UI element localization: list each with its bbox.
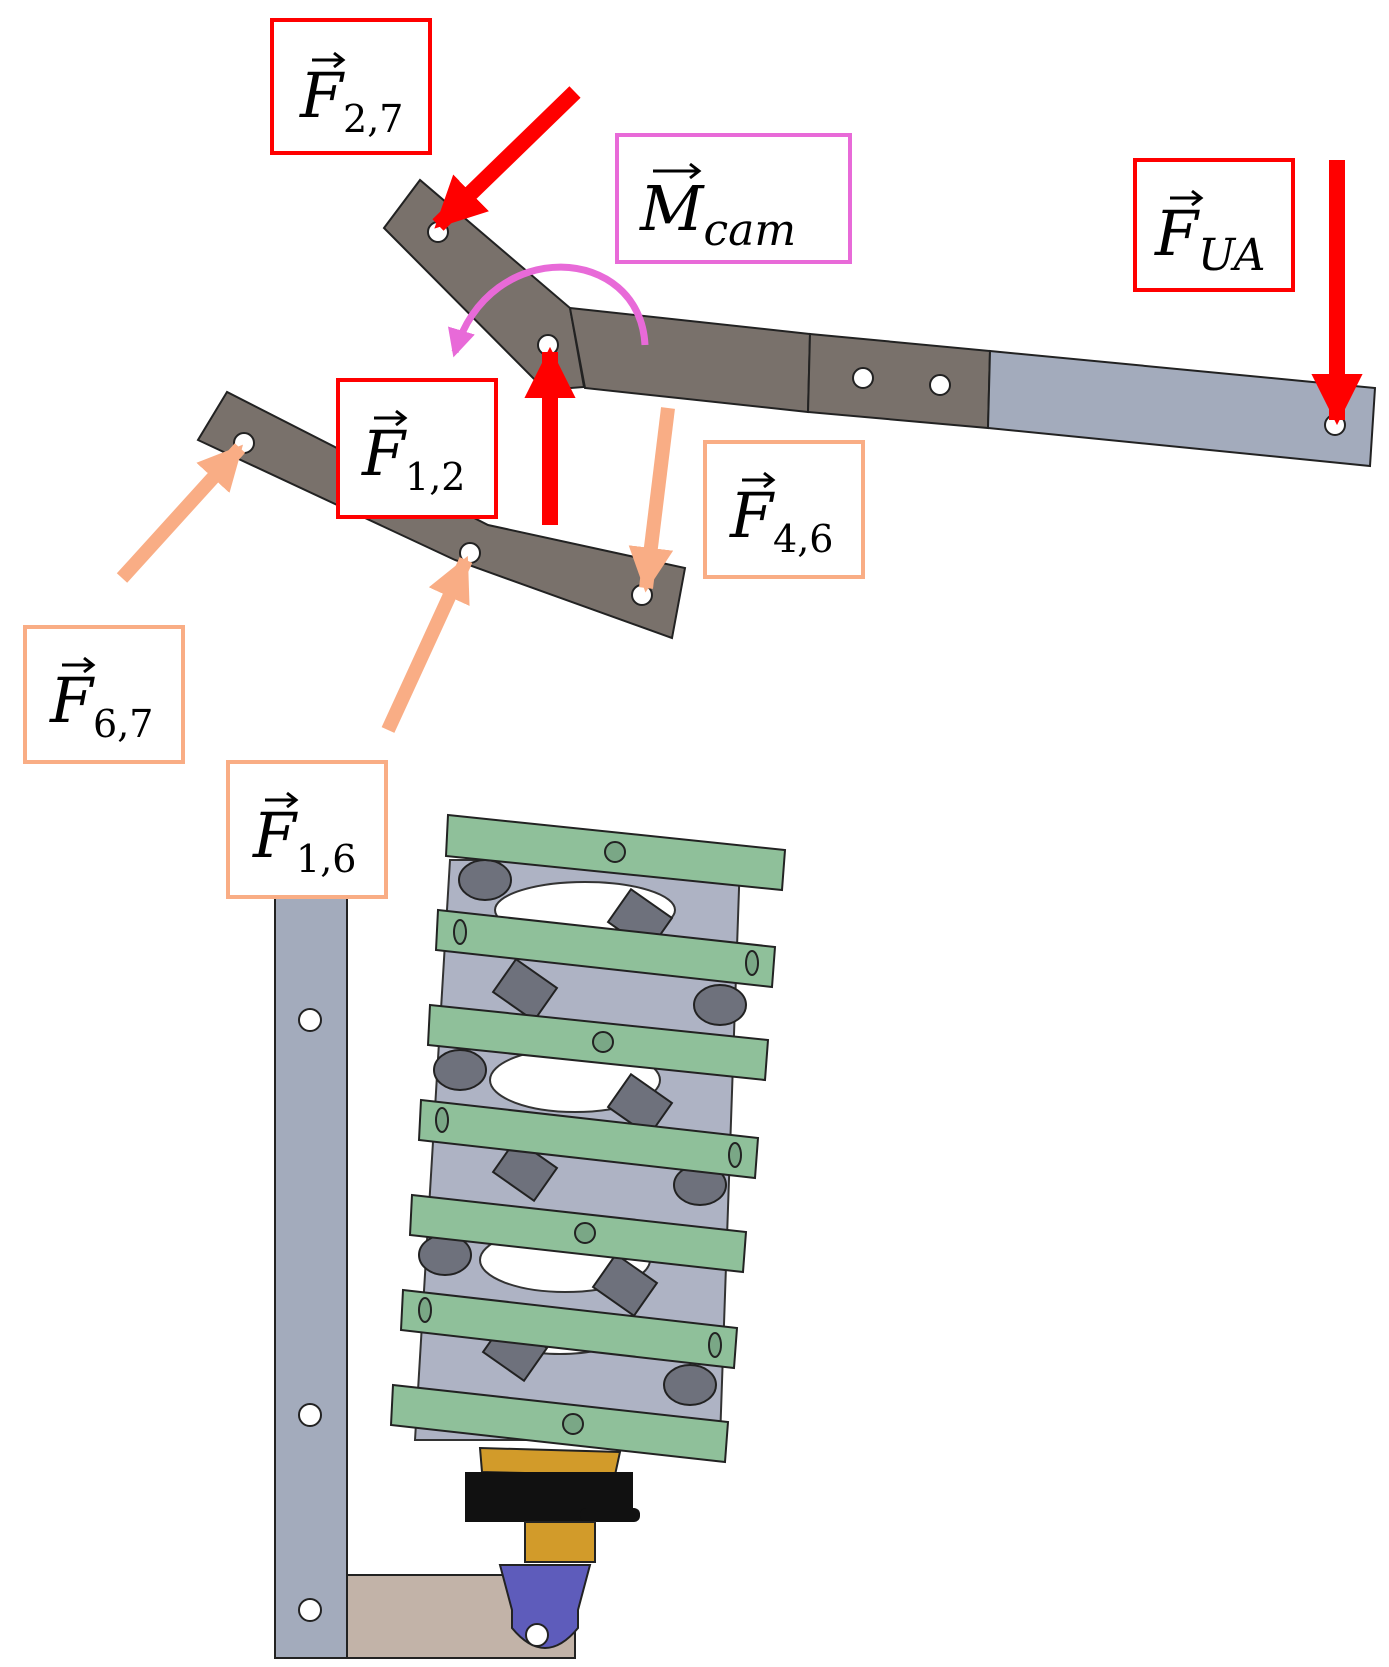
hinge-knuckle [663,1364,717,1406]
hinge-block [606,1072,674,1138]
label-f67-box: F6,7 [23,625,185,764]
vector-arrow-icon [742,471,776,489]
svg-text:F1,6: F1,6 [252,799,356,881]
label-mcam-box: Mcam [615,133,852,264]
vector-arrow-icon [312,51,346,69]
label-symbol: F [299,59,345,132]
vector-arrow-icon [653,162,702,180]
pin-hole [929,374,951,396]
spring-plate [389,1383,730,1464]
plate-bolt [453,919,467,945]
force-arrow-f67 [116,443,246,583]
svg-text:Mcam: Mcam [639,172,796,256]
label-subscript: 4,6 [773,517,833,561]
svg-text:FUA: FUA [1154,197,1266,281]
label-f27-box: F2,7 [270,18,432,155]
vector-arrow-icon [374,409,408,427]
vector-arrow-icon [1170,189,1204,207]
upper-arm-segment-1 [568,306,812,414]
upper-arm-segment-2 [806,332,992,430]
lock-pin [580,1508,640,1522]
label-symbol: F [252,799,298,872]
spring-plate [399,1288,739,1370]
label-subscript: 1,6 [296,837,356,881]
hinge-block [591,1252,659,1318]
force-arrow-f16 [381,555,473,733]
plate-bolt [604,841,626,863]
plate-bolt [592,1031,614,1053]
pin-hole [298,1008,322,1032]
pin-hole [298,1403,322,1427]
moment-arrow-mcam [448,263,649,358]
svg-text:F2,7: F2,7 [299,59,403,141]
plate-bolt [418,1297,432,1323]
force-arrow-f27 [432,86,581,231]
adjuster-ring [478,1446,622,1477]
scissor-spring-stack [389,813,787,1649]
pin-hole [525,1623,549,1647]
svg-text:F4,6: F4,6 [729,479,833,561]
vector-arrow-icon [265,791,299,809]
label-symbol: F [1154,197,1200,270]
plate-bolt [708,1332,722,1358]
pin-hole [298,1598,322,1622]
clevis-end [498,1564,592,1649]
label-subscript: 2,7 [343,97,403,141]
spring-plate [434,908,777,989]
hinge-knuckle [433,1049,487,1091]
vector-arrow-icon [62,656,96,674]
plate-bolt [435,1107,449,1133]
spring-plate [417,1098,760,1180]
label-f16-box: F1,6 [226,760,388,899]
pin-hole [852,367,874,389]
upper-arm-steel-extension [986,349,1377,468]
svg-text:F6,7: F6,7 [49,664,153,746]
svg-text:F1,2: F1,2 [361,417,465,499]
force-arrow-f46 [628,407,675,593]
label-symbol: M [639,172,705,245]
plate-bolt [574,1222,596,1244]
label-subscript: 6,7 [93,702,153,746]
label-symbol: F [49,664,95,737]
plate-bolt [728,1142,742,1168]
frame [274,894,576,1659]
plate-bolt [745,950,759,976]
label-subscript: cam [703,205,796,256]
forces [116,86,1363,733]
label-fua-box: FUA [1133,158,1295,292]
label-f46-box: F4,6 [703,440,865,579]
label-subscript: 1,2 [405,455,465,499]
threaded-rod [524,1521,596,1563]
label-subscript: UA [1198,230,1266,281]
label-symbol: F [361,417,407,490]
plate-bolt [562,1413,584,1435]
label-symbol: F [729,479,775,552]
label-f12-box: F1,2 [336,378,498,519]
hinge-block [491,957,559,1023]
hinge-knuckle [693,984,747,1026]
hinge-knuckle [458,859,512,901]
